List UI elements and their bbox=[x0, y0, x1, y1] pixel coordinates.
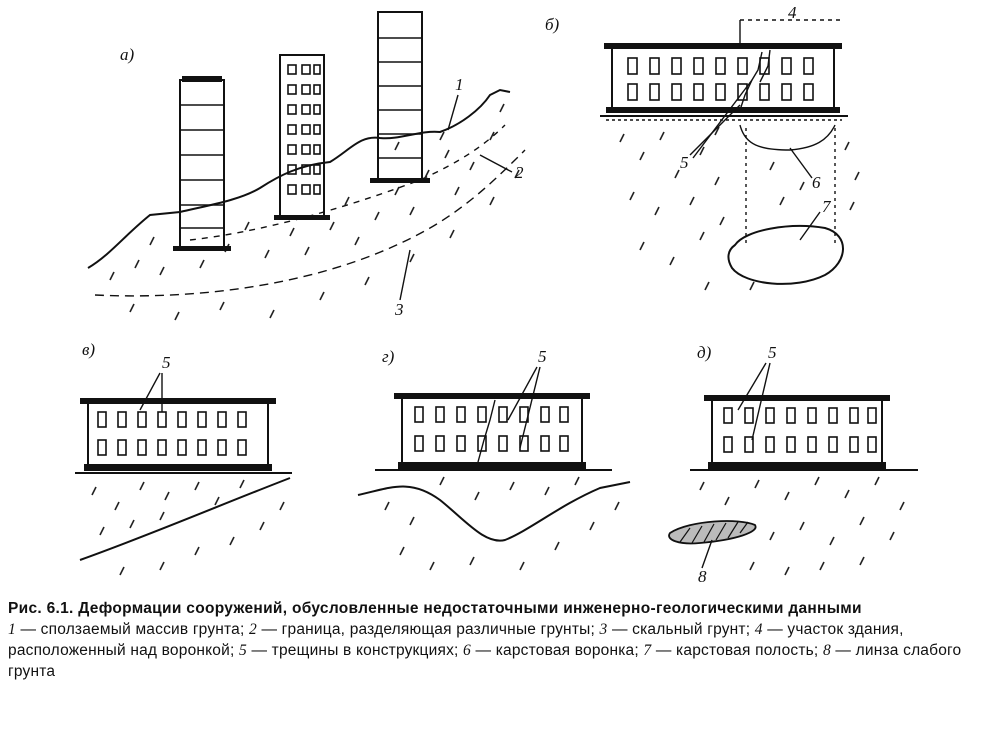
legend-num-3: 3 bbox=[599, 621, 608, 638]
figure-caption: Рис. 6.1. Деформации сооружений, обуслов… bbox=[8, 598, 983, 682]
panel-v: в) 5 bbox=[75, 340, 292, 576]
caption-title: Рис. 6.1. Деформации сооружений, обуслов… bbox=[8, 600, 862, 617]
soil-boundary bbox=[189, 124, 506, 241]
legend-num-1: 1 bbox=[8, 621, 16, 638]
building-tall-left bbox=[173, 76, 231, 251]
panel-g-label: г) bbox=[382, 347, 395, 366]
legend-num-4: 4 bbox=[754, 621, 763, 638]
legend-text-3: — скальный грунт; bbox=[607, 621, 755, 638]
legend-text-4: — участок здания, расположенный над воро… bbox=[8, 621, 904, 659]
legend-text-8: — линза слабого грунта bbox=[8, 642, 962, 680]
panel-d-label: д) bbox=[697, 343, 712, 362]
callout-5-v: 5 bbox=[162, 353, 171, 372]
legend-text-6: — карстовая воронка; bbox=[471, 642, 644, 659]
building-middle bbox=[274, 54, 330, 220]
karst-funnel bbox=[739, 124, 836, 151]
caption-legend: 1 — сползаемый массив грунта; 2 — границ… bbox=[8, 619, 983, 682]
soil-hatching bbox=[109, 103, 520, 321]
panel-d: д) 5 bbox=[668, 343, 918, 586]
panel-b: б) bbox=[545, 3, 860, 291]
callout-4: 4 bbox=[788, 3, 797, 22]
karst-cavity bbox=[727, 225, 844, 285]
panel-a-label: а) bbox=[120, 45, 135, 64]
legend-num-5: 5 bbox=[239, 642, 247, 659]
legend-text-2: — граница, разделяющая различные грунты; bbox=[256, 621, 600, 638]
callout-3: 3 bbox=[394, 300, 404, 319]
callout-1: 1 bbox=[455, 75, 464, 94]
callout-5-b: 5 bbox=[680, 153, 689, 172]
callout-8: 8 bbox=[698, 567, 707, 586]
callout-5-d: 5 bbox=[768, 343, 777, 362]
building-b bbox=[611, 47, 835, 109]
panel-b-label: б) bbox=[545, 15, 560, 34]
legend-num-6: 6 bbox=[463, 642, 471, 659]
panel-v-label: в) bbox=[82, 340, 95, 359]
legend-text-5: — трещины в конструкциях; bbox=[246, 642, 464, 659]
weak-soil-lens bbox=[668, 520, 757, 545]
building-tall-right bbox=[370, 11, 430, 183]
legend-num-7: 7 bbox=[643, 642, 652, 659]
legend-text-1: — сползаемый массив грунта; bbox=[15, 621, 249, 638]
rock-boundary bbox=[94, 149, 526, 297]
legend-num-2: 2 bbox=[249, 621, 257, 638]
callout-5-g: 5 bbox=[538, 347, 547, 366]
slope-surface bbox=[87, 88, 511, 269]
deformation-diagram: а) bbox=[75, 3, 918, 586]
callout-7: 7 bbox=[822, 197, 832, 216]
panel-g: г) 5 bbox=[357, 347, 631, 571]
legend-text-7: — карстовая полость; bbox=[651, 642, 823, 659]
callout-6: 6 bbox=[812, 173, 821, 192]
panel-a: а) bbox=[87, 11, 526, 321]
callout-2: 2 bbox=[515, 163, 524, 182]
legend-num-8: 8 bbox=[822, 642, 831, 659]
